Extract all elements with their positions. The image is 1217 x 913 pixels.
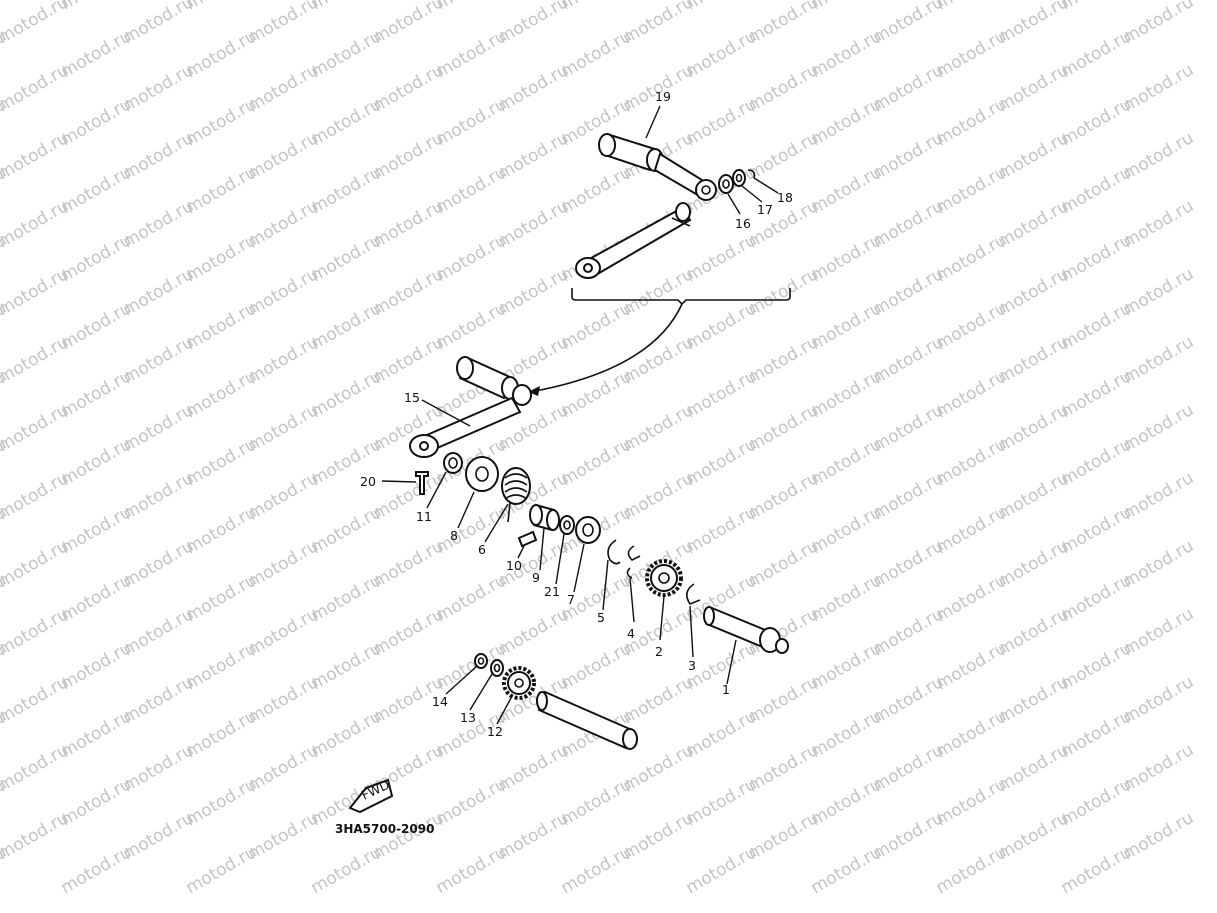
watermark-text-268: motod.ru (933, 842, 1011, 898)
kick-axle (703, 606, 789, 654)
callout-21: 21 (544, 584, 560, 599)
leader-lines (381, 105, 779, 725)
callout-1: 1 (722, 682, 730, 697)
watermark-text-130: motod.ru (0, 400, 72, 456)
kick-gear (645, 559, 683, 597)
kick-lever-assembly (409, 356, 789, 654)
callout-3: 3 (688, 658, 696, 673)
watermark-text-262: motod.ru (183, 842, 261, 898)
idler-shaft-assembly (474, 653, 638, 750)
callout-9: 9 (532, 570, 540, 585)
callout-8: 8 (450, 528, 458, 543)
callout-19: 19 (655, 89, 671, 104)
callout-7: 7 (567, 592, 575, 607)
watermark-text-50: motod.ru (0, 128, 72, 184)
callout-6: 6 (478, 542, 486, 557)
watermark-text-261: motod.ru (58, 842, 136, 898)
watermark-text-264: motod.ru (433, 842, 511, 898)
diagram-code: 3HA5700-2090 (335, 822, 434, 836)
watermark-text-230: motod.ru (0, 740, 72, 796)
watermark-text-250: motod.ru (0, 808, 72, 864)
callout-13: 13 (460, 710, 476, 725)
watermark-text-10: motod.ru (0, 0, 72, 48)
watermark-text-210: motod.ru (0, 672, 72, 728)
watermark-text-110: motod.ru (0, 332, 72, 388)
watermark-text-0: motod.ru (0, 0, 10, 14)
callout-2: 2 (655, 644, 663, 659)
watermark-text-150: motod.ru (0, 468, 72, 524)
watermark-text-190: motod.ru (0, 604, 72, 660)
callout-5: 5 (597, 610, 605, 625)
callout-15: 15 (404, 390, 420, 405)
watermark-text-70: motod.ru (0, 196, 72, 252)
callout-10: 10 (506, 558, 522, 573)
watermark-text-267: motod.ru (808, 842, 886, 898)
watermark-text-90: motod.ru (0, 264, 72, 320)
callout-12: 12 (487, 724, 503, 739)
callout-11: 11 (416, 509, 432, 524)
watermark-text-265: motod.ru (558, 842, 636, 898)
watermark-text-263: motod.ru (308, 842, 386, 898)
kick-spring (501, 467, 531, 523)
callout-20: 20 (360, 474, 376, 489)
watermark-text-30: motod.ru (0, 60, 72, 116)
callout-17: 17 (757, 202, 773, 217)
kick-lever-detail-assembly (528, 133, 791, 396)
callout-14: 14 (432, 694, 448, 709)
watermark-text-170: motod.ru (0, 536, 72, 592)
callout-labels: 19 16 17 18 15 20 11 8 6 10 9 21 7 5 4 2… (360, 89, 793, 739)
callout-18: 18 (777, 190, 793, 205)
watermark-text-269: motod.ru (1058, 842, 1136, 898)
callout-4: 4 (627, 626, 635, 641)
callout-16: 16 (735, 216, 751, 231)
watermark-text-266: motod.ru (683, 842, 761, 898)
